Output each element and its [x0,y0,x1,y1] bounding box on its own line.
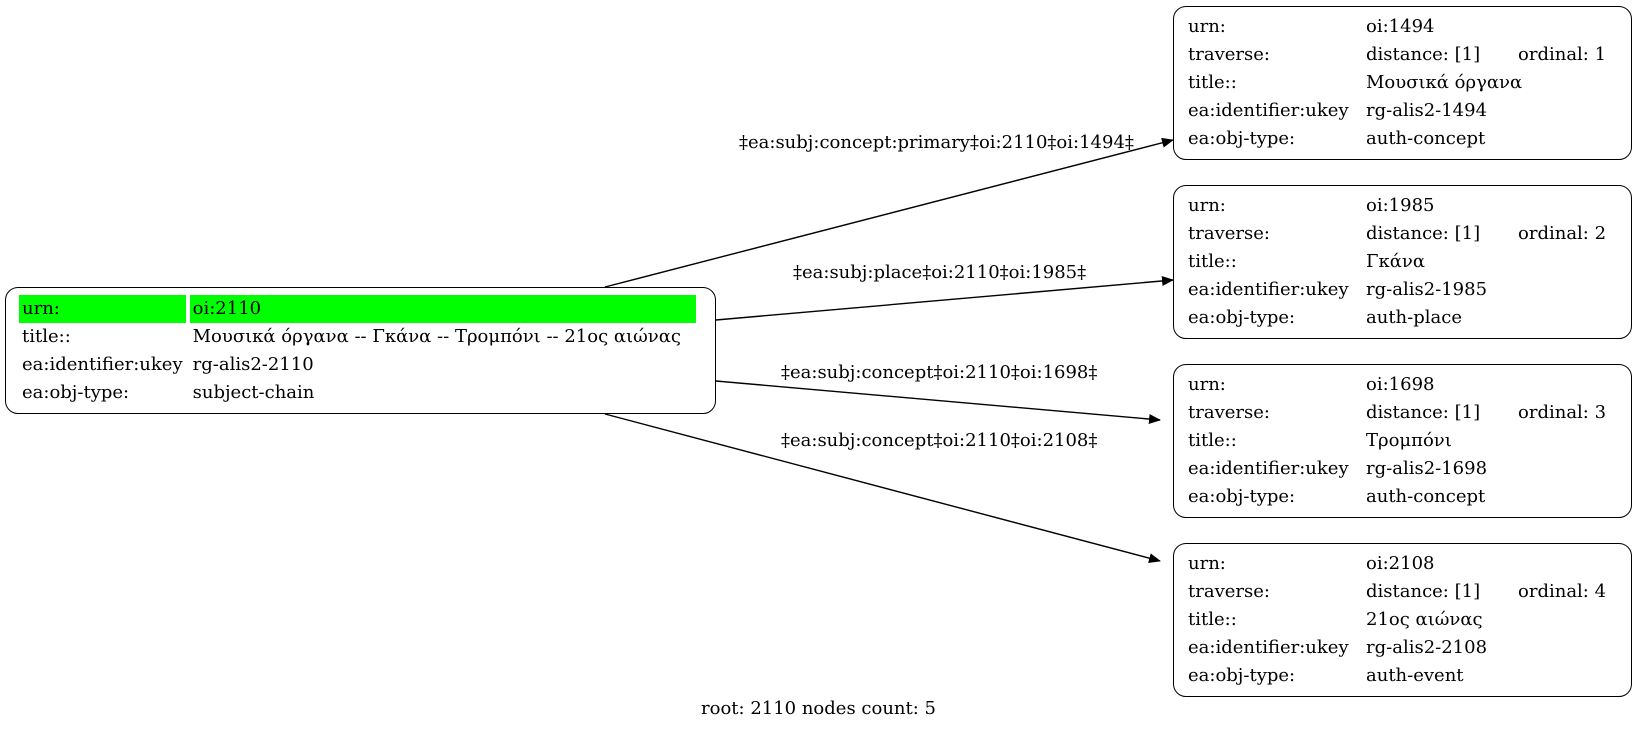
ukey-value: rg-alis2-1985 [1366,279,1488,300]
ukey-label: ea:identifier:ukey [1188,279,1349,300]
title-label: title:: [1188,251,1237,272]
type-value: auth-event [1366,665,1464,686]
urn-value: oi:1985 [1366,195,1435,216]
edge-label-1985: ‡ea:subj:place‡oi:2110‡oi:1985‡ [793,262,1087,283]
child-node-1985[interactable]: urn: oi:1985 traverse: distance: [1] ordina… [1173,185,1632,339]
child-node-2108[interactable]: urn: oi:2108 traverse: distance: [1] ordina… [1173,543,1632,697]
traverse-label: traverse: [1188,223,1270,244]
traverse-label: traverse: [1188,581,1270,602]
edge-line-2108 [604,413,1161,564]
urn-value: oi:1698 [1366,374,1435,395]
edge-line-1985 [715,275,1174,321]
child-node-1494[interactable]: urn: oi:1494 traverse: distance: [1] ordina… [1173,6,1632,160]
urn-value: oi:1494 [1366,16,1435,37]
root-row-type: ea:obj-type: subject-chain [19,379,696,407]
ukey-label: ea:identifier:ukey [1188,100,1349,121]
type-value: auth-concept [1366,128,1486,149]
distance-value: distance: [1] [1366,223,1481,244]
ordinal-value: ordinal: 2 [1518,223,1607,244]
distance-value: distance: [1] [1366,581,1481,602]
graph-caption: root: 2110 nodes count: 5 [701,698,936,719]
urn-label: urn: [1188,374,1226,395]
child-node-table: urn: oi:1494 traverse: distance: [1] ordina… [1184,13,1609,153]
urn-label: urn: [1188,553,1226,574]
type-label: ea:obj-type: [1188,665,1296,686]
title-value: Μουσικά όργανα [1366,72,1523,93]
root-row-title: title:: Μουσικά όργανα -- Γκάνα -- Τρομπ… [19,323,696,351]
edge-line-1698 [715,380,1161,425]
root-row-ukey: ea:identifier:ukey rg-alis2-2110 [19,351,696,379]
root-key: title:: [22,326,71,347]
traverse-label: traverse: [1188,44,1270,65]
type-value: auth-concept [1366,486,1486,507]
title-value: Τρομπόνι [1366,430,1452,451]
title-label: title:: [1188,72,1237,93]
ukey-label: ea:identifier:ukey [1188,637,1349,658]
urn-label: urn: [1188,16,1226,37]
title-label: title:: [1188,609,1237,630]
ordinal-value: ordinal: 3 [1518,402,1607,423]
edge-label-1494: ‡ea:subj:concept:primary‡oi:2110‡oi:1494… [739,132,1134,153]
child-node-table: urn: oi:1985 traverse: distance: [1] ordina… [1184,192,1609,332]
root-value: oi:2110 [189,295,696,323]
ukey-value: rg-alis2-1698 [1366,458,1488,479]
child-node-table: urn: oi:2108 traverse: distance: [1] ordina… [1184,550,1609,690]
type-label: ea:obj-type: [1188,307,1296,328]
ukey-label: ea:identifier:ukey [1188,458,1349,479]
urn-value: oi:2108 [1366,553,1435,574]
distance-value: distance: [1] [1366,44,1481,65]
root-node[interactable]: urn: oi:2110 title:: Μουσικά όργανα -- Γ… [5,287,716,414]
type-label: ea:obj-type: [1188,128,1296,149]
root-value: rg-alis2-2110 [192,354,314,375]
root-key: ea:identifier:ukey [22,354,183,375]
ordinal-value: ordinal: 4 [1518,581,1607,602]
root-key: urn: [19,295,186,323]
traverse-label: traverse: [1188,402,1270,423]
child-node-table: urn: oi:1698 traverse: distance: [1] ordina… [1184,371,1609,511]
title-value: Γκάνα [1366,251,1425,272]
title-value: 21ος αιώνας [1366,609,1483,630]
type-value: auth-place [1366,307,1462,328]
root-node-table: urn: oi:2110 title:: Μουσικά όργανα -- Γ… [15,295,700,407]
type-label: ea:obj-type: [1188,486,1296,507]
child-node-1698[interactable]: urn: oi:1698 traverse: distance: [1] ordina… [1173,364,1632,518]
root-value: subject-chain [192,382,315,403]
distance-value: distance: [1] [1366,402,1481,423]
title-label: title:: [1188,430,1237,451]
urn-label: urn: [1188,195,1226,216]
ukey-value: rg-alis2-2108 [1366,637,1488,658]
edge-label-1698: ‡ea:subj:concept‡oi:2110‡oi:1698‡ [781,362,1098,383]
edge-label-2108: ‡ea:subj:concept‡oi:2110‡oi:2108‡ [781,430,1098,451]
root-key: ea:obj-type: [22,382,130,403]
root-value: Μουσικά όργανα -- Γκάνα -- Τρομπόνι -- 2… [192,326,681,347]
ordinal-value: ordinal: 1 [1518,44,1607,65]
root-row-urn: urn: oi:2110 [19,295,696,323]
ukey-value: rg-alis2-1494 [1366,100,1488,121]
edge-line-1494 [604,137,1174,288]
